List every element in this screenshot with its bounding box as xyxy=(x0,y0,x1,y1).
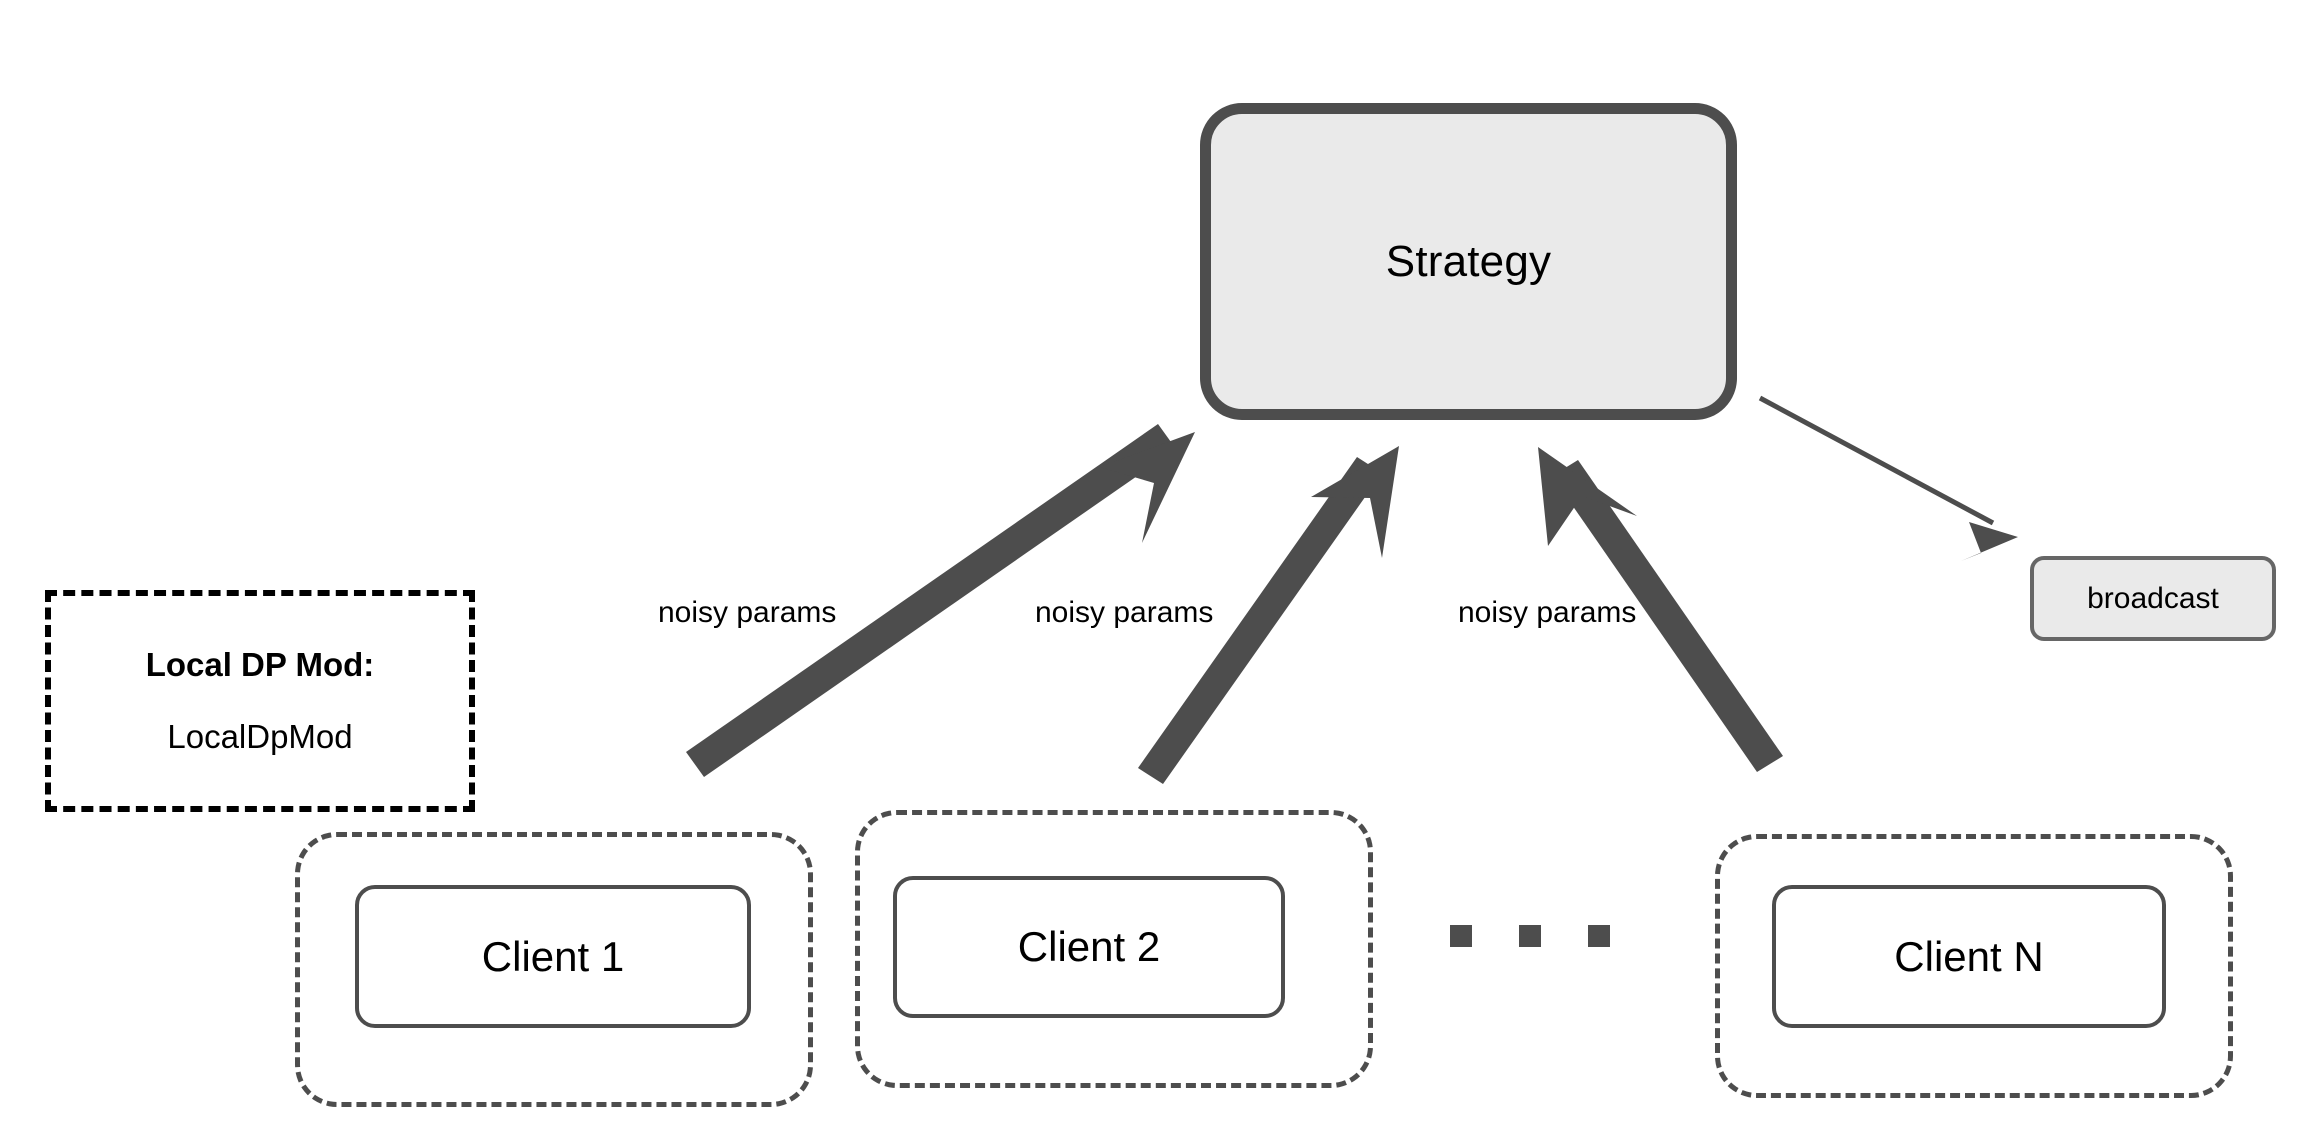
client-label-1: Client 1 xyxy=(481,932,625,980)
client-label-2: Client 2 xyxy=(1017,923,1161,970)
ellipsis-dot-3 xyxy=(1588,925,1610,947)
local-dp-mod-value: LocalDpMod xyxy=(167,718,353,755)
client-node-n[interactable]: Client N xyxy=(1772,885,2166,1028)
edge-label-noisy-params-3: noisy params xyxy=(1458,596,1637,629)
local-dp-mod-legend: Local DP Mod: LocalDpMod xyxy=(45,590,475,812)
strategy-node[interactable]: Strategy xyxy=(1200,103,1737,420)
ellipsis-dot-2 xyxy=(1519,925,1541,947)
broadcast-node[interactable]: broadcast xyxy=(2030,556,2276,641)
local-dp-mod-title: Local DP Mod: xyxy=(145,646,375,683)
edge-label-noisy-params-2: noisy params xyxy=(1035,596,1214,629)
client-node-1[interactable]: Client 1 xyxy=(355,885,751,1028)
edge-label-noisy-params-1: noisy params xyxy=(658,596,837,629)
ellipsis-dot-1 xyxy=(1450,925,1472,947)
client-group-n xyxy=(1715,834,2233,1098)
strategy-label: Strategy xyxy=(1385,236,1552,286)
client-label-n: Client N xyxy=(1894,932,2044,980)
broadcast-label: broadcast xyxy=(2087,581,2219,615)
client-node-2[interactable]: Client 2 xyxy=(893,876,1285,1018)
client-group-1 xyxy=(295,832,813,1107)
client-group-2 xyxy=(855,810,1373,1088)
edge-strategy-to-broadcast xyxy=(1758,395,2018,561)
ellipsis-indicator xyxy=(1450,925,1610,947)
